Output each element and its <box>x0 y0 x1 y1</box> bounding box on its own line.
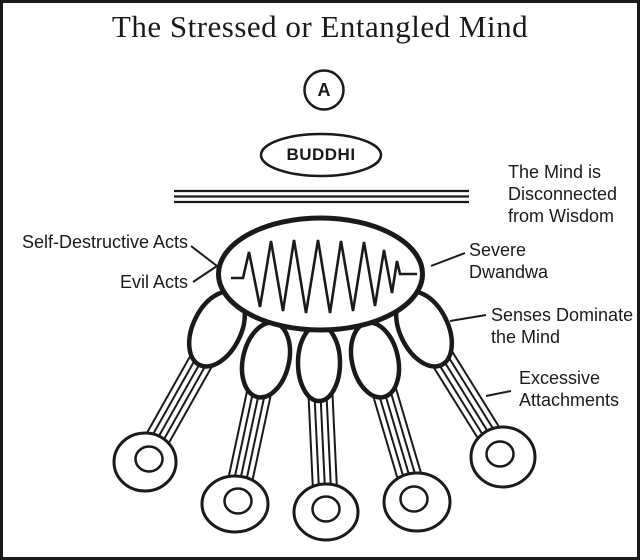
leader-senses-dominate <box>449 314 487 322</box>
buddhi-label: BUDDHI <box>286 145 356 164</box>
label-evil-acts: Evil Acts <box>119 272 188 292</box>
label-line: Severe <box>469 240 527 260</box>
leader-severe-dwandwa <box>430 252 466 267</box>
sense-organ-donut <box>112 431 178 493</box>
page-title: The Stressed or Entangled Mind <box>111 9 529 44</box>
leader-self-destructive <box>190 245 218 267</box>
label-senses-dominate: Senses Dominate the Mind <box>491 304 633 348</box>
a-node-circle <box>303 69 345 111</box>
label-line: from Wisdom <box>508 206 615 226</box>
sense-organ-donut <box>469 425 537 489</box>
a-node-label: A <box>317 80 331 100</box>
label-line: Senses Dominate <box>491 305 634 325</box>
label-line: Dwandwa <box>469 262 549 282</box>
diagram-graphic <box>112 69 537 542</box>
label-severe-dwandwa: Severe Dwandwa <box>469 239 548 283</box>
sense-petal <box>295 322 343 404</box>
label-line: Attachments <box>519 390 620 410</box>
sense-organ-donut <box>200 474 270 534</box>
label-line: Disconnected <box>508 184 618 204</box>
sense-organs <box>112 425 537 542</box>
mind-ellipse <box>216 215 425 333</box>
sense-organ-donut <box>292 482 360 542</box>
label-line: The Mind is <box>508 162 602 182</box>
sense-organ-donut <box>382 471 452 533</box>
leader-evil-acts <box>192 265 218 283</box>
label-self-destructive-acts: Self-Destructive Acts <box>21 232 188 252</box>
leader-excessive-attachments <box>485 390 512 397</box>
stress-zigzag <box>231 239 417 314</box>
label-line: Excessive <box>519 368 601 388</box>
buddhi-ellipse <box>259 132 383 178</box>
label-excessive-attachments: Excessive Attachments <box>519 367 619 411</box>
leader-lines <box>190 245 512 397</box>
label-mind-disconnected: The Mind is Disconnected from Wisdom <box>508 161 617 227</box>
label-line: the Mind <box>491 327 561 347</box>
wisdom-disconnect-divider <box>174 189 469 204</box>
